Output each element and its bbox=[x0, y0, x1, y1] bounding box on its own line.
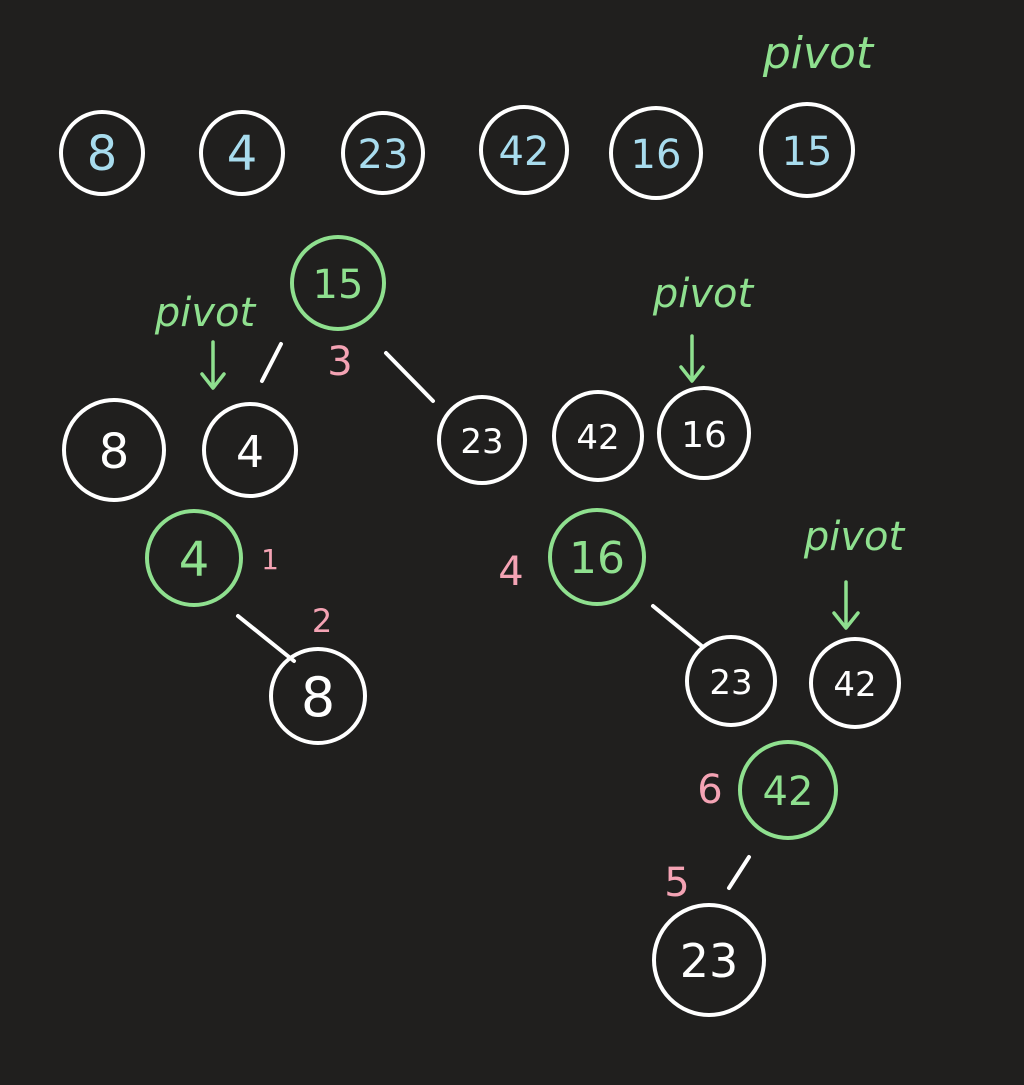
node-23-level2-value: 23 bbox=[709, 663, 752, 703]
edge-4-right bbox=[236, 614, 296, 663]
node-8-child: 8 bbox=[269, 647, 367, 745]
node-8-child-value: 8 bbox=[301, 666, 335, 729]
top-pivot-label: pivot bbox=[762, 28, 875, 79]
edge-42-left bbox=[727, 855, 751, 890]
node-8-left-value: 8 bbox=[99, 424, 130, 480]
step-label-1: 1 bbox=[261, 543, 279, 576]
pivot-node-4-value: 4 bbox=[179, 532, 210, 588]
top-node-16: 16 bbox=[609, 106, 703, 200]
top-node-42: 42 bbox=[479, 105, 569, 195]
top-node-4: 4 bbox=[199, 110, 285, 196]
pivot-node-4: 4 bbox=[145, 509, 243, 607]
pivot-node-16: 16 bbox=[548, 508, 646, 606]
edge-15-left bbox=[260, 342, 283, 383]
pivot-node-42-value: 42 bbox=[763, 769, 814, 815]
top-node-23: 23 bbox=[341, 111, 425, 195]
pivot-node-15: 15 bbox=[290, 235, 386, 331]
right-pivot-arrow-icon bbox=[679, 334, 705, 383]
edge-16-right bbox=[651, 604, 705, 649]
top-node-8: 8 bbox=[59, 110, 145, 196]
top-node-4-value: 4 bbox=[227, 126, 258, 182]
pivot-node-16-value: 16 bbox=[569, 533, 625, 584]
node-8-left: 8 bbox=[62, 398, 166, 502]
left-pivot-arrow-icon bbox=[200, 340, 226, 390]
node-42-level2-value: 42 bbox=[833, 665, 876, 705]
top-node-15: 15 bbox=[759, 102, 855, 198]
node-23-level2: 23 bbox=[685, 635, 777, 727]
step-label-3: 3 bbox=[327, 339, 352, 385]
top-node-15-value: 15 bbox=[782, 129, 833, 175]
node-4-left: 4 bbox=[202, 402, 298, 498]
step-label-4: 4 bbox=[498, 549, 523, 595]
node-16-right: 16 bbox=[657, 386, 751, 480]
pivot-node-42: 42 bbox=[738, 740, 838, 840]
step-label-6: 6 bbox=[697, 767, 722, 813]
top-node-23-value: 23 bbox=[358, 132, 409, 178]
node-42-level2: 42 bbox=[809, 637, 901, 729]
step-label-5: 5 bbox=[664, 860, 689, 906]
node-23-right-value: 23 bbox=[460, 422, 503, 462]
level2-pivot-label: pivot bbox=[803, 514, 906, 560]
step-label-2: 2 bbox=[312, 602, 332, 640]
left-pivot-label: pivot bbox=[154, 290, 257, 336]
level2-pivot-arrow-icon bbox=[832, 580, 860, 630]
edge-15-right bbox=[384, 351, 435, 403]
right-pivot-label: pivot bbox=[652, 271, 755, 317]
node-23-level3: 23 bbox=[652, 903, 766, 1017]
pivot-node-15-value: 15 bbox=[313, 262, 364, 308]
node-23-level3-value: 23 bbox=[680, 934, 739, 988]
node-42-right-value: 42 bbox=[576, 418, 619, 458]
top-node-8-value: 8 bbox=[87, 126, 118, 182]
node-23-right: 23 bbox=[437, 395, 527, 485]
node-4-left-value: 4 bbox=[236, 427, 264, 478]
node-42-right: 42 bbox=[552, 390, 644, 482]
node-16-right-value: 16 bbox=[681, 415, 727, 456]
top-node-42-value: 42 bbox=[499, 129, 550, 175]
top-node-16-value: 16 bbox=[631, 132, 682, 178]
